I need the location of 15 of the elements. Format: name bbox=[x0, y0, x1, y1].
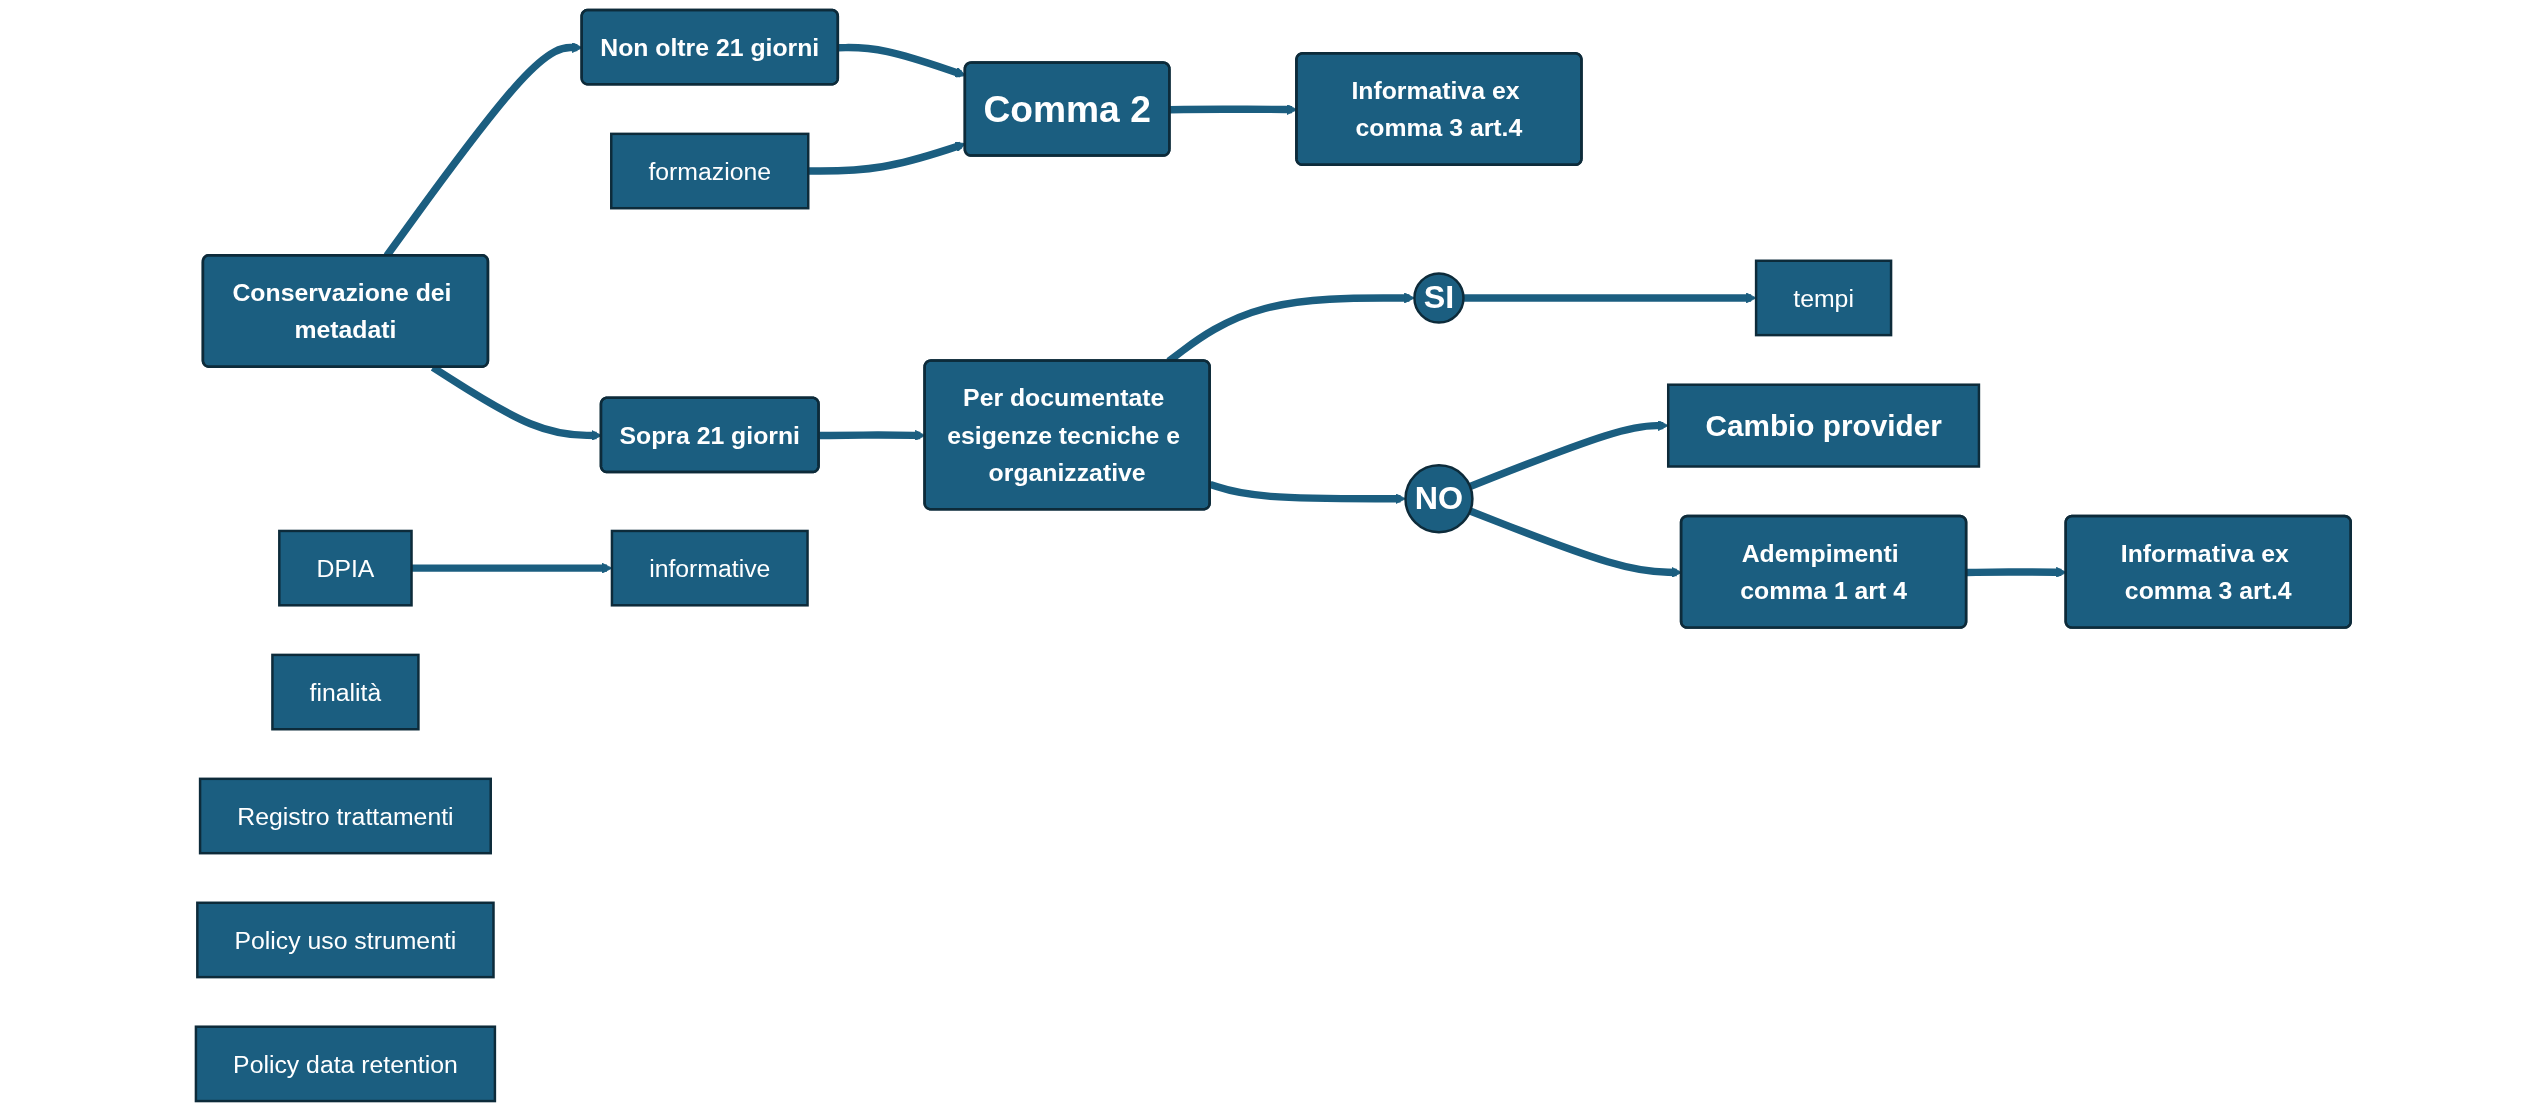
node-box: Policy uso strumenti bbox=[196, 901, 495, 979]
node-box: Registro trattamenti bbox=[199, 777, 493, 855]
node-box: tempi bbox=[1755, 259, 1893, 337]
arrow bbox=[1468, 420, 1669, 490]
node-circle: NO bbox=[1404, 464, 1474, 534]
arrow bbox=[808, 141, 967, 175]
node-box: informative bbox=[610, 529, 809, 607]
node-box: formazione bbox=[610, 132, 810, 210]
node-circle: SI bbox=[1413, 272, 1465, 324]
node-box: DPIA bbox=[278, 529, 413, 607]
arrow bbox=[1463, 292, 1757, 304]
arrow bbox=[411, 562, 613, 574]
node-box: finalità bbox=[271, 653, 420, 731]
node-box: Cambio provider bbox=[1667, 383, 1981, 468]
node-box: Policy data retention bbox=[194, 1025, 497, 1103]
